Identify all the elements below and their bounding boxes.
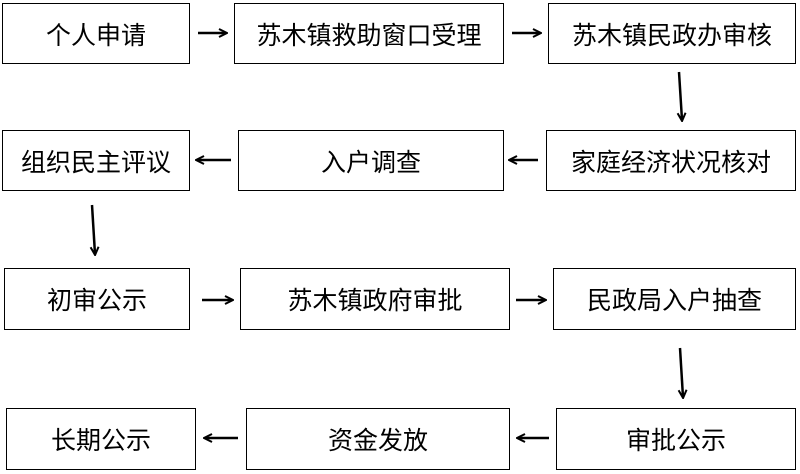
step-label: 苏木镇政府审批 — [287, 286, 463, 315]
step-label: 家庭经济状况核对 — [570, 147, 771, 177]
step-window-acceptance: 苏木镇救助窗口受理 — [234, 3, 504, 64]
step-label: 审批公示 — [625, 426, 726, 455]
step-label: 苏木镇救助窗口受理 — [256, 20, 482, 50]
arrow-down — [679, 71, 682, 120]
step-economic-verification: 家庭经济状况核对 — [546, 130, 796, 191]
arrow-down — [92, 204, 95, 254]
step-home-survey: 入户调查 — [238, 130, 504, 191]
arrow-down — [680, 347, 683, 397]
step-label: 入户调查 — [320, 147, 421, 177]
step-label: 苏木镇民政办审核 — [571, 20, 772, 50]
step-spot-check: 民政局入户抽查 — [553, 268, 796, 330]
step-label: 长期公示 — [50, 426, 151, 455]
step-personal-application: 个人申请 — [2, 3, 190, 64]
step-democratic-appraisal: 组织民主评议 — [2, 130, 190, 191]
step-approval-publicity: 审批公示 — [556, 408, 796, 470]
step-label: 民政局入户抽查 — [586, 286, 762, 315]
step-government-approval: 苏木镇政府审批 — [240, 268, 510, 330]
step-label: 个人申请 — [45, 20, 146, 50]
step-label: 初审公示 — [46, 286, 147, 315]
step-label: 资金发放 — [327, 426, 428, 455]
step-fund-disbursement: 资金发放 — [246, 408, 510, 470]
step-long-term-publicity: 长期公示 — [6, 408, 196, 470]
step-label: 组织民主评议 — [20, 147, 171, 177]
step-preliminary-publicity: 初审公示 — [4, 268, 190, 330]
step-civil-affairs-review: 苏木镇民政办审核 — [548, 3, 796, 64]
